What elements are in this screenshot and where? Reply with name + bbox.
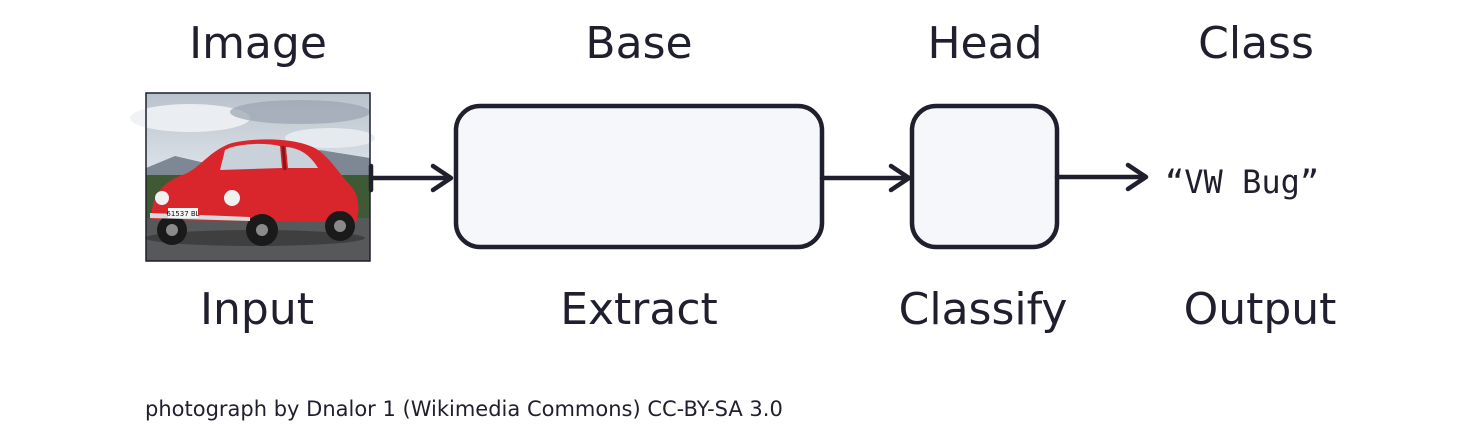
label-input: Input bbox=[200, 284, 314, 335]
license-plate: 61537 BL bbox=[166, 210, 199, 218]
label-output: Output bbox=[1183, 284, 1337, 335]
label-classify: Classify bbox=[898, 284, 1068, 335]
label-head: Head bbox=[927, 18, 1043, 69]
label-base: Base bbox=[585, 18, 693, 69]
label-class: Class bbox=[1198, 18, 1314, 69]
car-icon: 61537 BL bbox=[150, 139, 359, 246]
head-box bbox=[909, 103, 1060, 250]
base-box bbox=[453, 103, 825, 250]
photo-credit: photograph by Dnalor 1 (Wikimedia Common… bbox=[145, 397, 783, 421]
arrow-base-to-head bbox=[819, 163, 912, 193]
input-photo: 61537 BL bbox=[130, 92, 375, 262]
output-class-value: “VW Bug” bbox=[1165, 163, 1320, 201]
label-extract: Extract bbox=[560, 284, 718, 335]
arrow-head-to-class bbox=[1054, 162, 1149, 192]
label-image: Image bbox=[189, 18, 327, 69]
arrow-image-to-base bbox=[368, 163, 454, 193]
